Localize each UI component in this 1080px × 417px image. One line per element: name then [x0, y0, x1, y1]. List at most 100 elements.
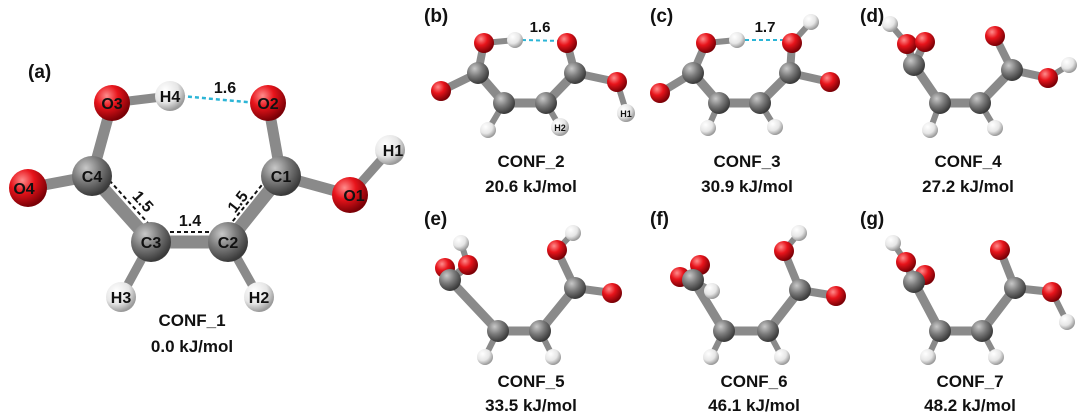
atom-hydrogen: [1059, 314, 1075, 330]
hydrogen-bond: [180, 94, 258, 105]
atom-carbon: [789, 279, 811, 301]
conformer-name: CONF_2: [497, 152, 564, 171]
atom-h1: [375, 135, 405, 165]
atom-label-c1: C1: [271, 169, 292, 186]
conformer-energy: 20.6 kJ/mol: [485, 177, 577, 196]
atom-carbon: [779, 62, 801, 84]
atom-carbon: [493, 92, 515, 114]
atom-carbon: [529, 320, 551, 342]
atom-h2: [244, 282, 274, 312]
atom-carbon: [682, 269, 704, 291]
panel-c: (c) 1.7 CONF_3 30.9 kJ/mol: [650, 6, 840, 196]
atom-oxygen: [915, 32, 935, 52]
atom-oxygen: [1038, 68, 1058, 88]
atom-hydrogen: [767, 119, 783, 135]
atom-label-h3: H3: [111, 290, 132, 307]
atom-hydrogen: [507, 32, 523, 48]
conformer-energy: 48.2 kJ/mol: [924, 396, 1016, 415]
atom-hydrogen: [791, 225, 807, 241]
atom-label-c4: C4: [82, 169, 103, 186]
atom-oxygen: [782, 33, 802, 53]
atom-carbon: [708, 92, 730, 114]
panel-label-d: (d): [860, 6, 884, 27]
atom-label-o1: O1: [343, 188, 364, 205]
atom-o4: [9, 169, 47, 207]
atom-carbon: [682, 62, 704, 84]
atom-h3: [106, 282, 136, 312]
atom-hydrogen: [803, 14, 819, 30]
atom-c1: [261, 156, 301, 196]
atom-hydrogen: [703, 349, 719, 365]
atom-oxygen: [607, 72, 627, 92]
atom-oxygen: [557, 33, 577, 53]
atom-hydrogen: [480, 122, 496, 138]
atom-carbon: [757, 320, 779, 342]
panel-a: (a): [9, 62, 405, 356]
atom-oxygen: [696, 33, 716, 53]
atom-carbon: [439, 269, 461, 291]
atom-hydrogen: [477, 349, 493, 365]
atom-label-h2: H2: [554, 123, 566, 133]
atom-c4: [72, 156, 112, 196]
conformer-energy: 27.2 kJ/mol: [922, 177, 1014, 196]
atom-hydrogen: [700, 120, 716, 136]
atom-o2: [250, 85, 286, 121]
panel-label-f: (f): [650, 209, 669, 230]
atom-labels-conf-1: O3 H4 O2 H1 O4 C4 C1 O1 C3 C2 H3 H2: [13, 89, 403, 307]
conformer-name: CONF_6: [720, 372, 787, 391]
atom-label-h1: H1: [383, 143, 404, 160]
atom-hydrogen: [988, 349, 1004, 365]
atom-oxygen: [990, 240, 1010, 260]
atom-carbon: [971, 320, 993, 342]
atom-carbon: [969, 92, 991, 114]
atom-oxygen: [547, 240, 567, 260]
atom-carbon: [929, 320, 951, 342]
panel-label-a: (a): [28, 62, 51, 83]
hbond-distance: 1.6: [530, 19, 551, 36]
atom-o3: [94, 85, 130, 121]
atom-hydrogen: [453, 235, 469, 251]
atom-hydrogen: [1061, 57, 1077, 73]
conformer-energy: 33.5 kJ/mol: [485, 396, 577, 415]
atom-oxygen: [826, 286, 846, 306]
atom-hydrogen: [545, 349, 561, 365]
atom-oxygen: [896, 252, 916, 272]
atom-carbon: [535, 92, 557, 114]
atom-carbon: [903, 271, 925, 293]
atom-oxygen: [820, 72, 840, 92]
panel-b: (b) H2 H1 1.6 CONF_2 20.6 kJ: [424, 6, 635, 196]
atom-label-o3: O3: [101, 96, 122, 113]
atom-oxygen: [474, 33, 494, 53]
conformer-energy: 30.9 kJ/mol: [701, 177, 793, 196]
atom-label-c2: C2: [218, 235, 239, 252]
atom-label-h4: H4: [160, 89, 181, 106]
atom-hydrogen: [882, 16, 898, 32]
panel-d: (d) CONF_4 27.2 kJ/mol: [860, 6, 1077, 196]
atom-carbon: [749, 92, 771, 114]
hbond-distance: 1.7: [755, 19, 776, 36]
atom-carbon: [713, 320, 735, 342]
atom-oxygen: [650, 83, 670, 103]
atom-oxygen: [985, 26, 1005, 46]
panel-label-g: (g): [860, 209, 884, 230]
atom-carbon: [1004, 277, 1026, 299]
panel-f: (f) CONF_6 46.1 kJ/mol: [650, 209, 846, 415]
conformer-name: CONF_7: [936, 372, 1003, 391]
atom-hydrogen: [987, 120, 1003, 136]
atom-oxygen: [897, 34, 917, 54]
atom-label-c3: C3: [141, 235, 162, 252]
atom-carbon: [1001, 59, 1023, 81]
atom-carbon: [929, 92, 951, 114]
hbond-distance: 1.6: [214, 80, 236, 97]
conformer-name: CONF_4: [934, 152, 1002, 171]
atom-carbon: [564, 277, 586, 299]
atom-label-h2: H2: [249, 290, 270, 307]
atom-c3: [131, 222, 171, 262]
atom-hydrogen: [885, 235, 901, 251]
atom-hydrogen: [551, 118, 569, 136]
atom-carbon: [564, 62, 586, 84]
conformer-energy: 46.1 kJ/mol: [708, 396, 800, 415]
atom-oxygen: [602, 283, 622, 303]
conformer-name: CONF_1: [158, 311, 225, 330]
